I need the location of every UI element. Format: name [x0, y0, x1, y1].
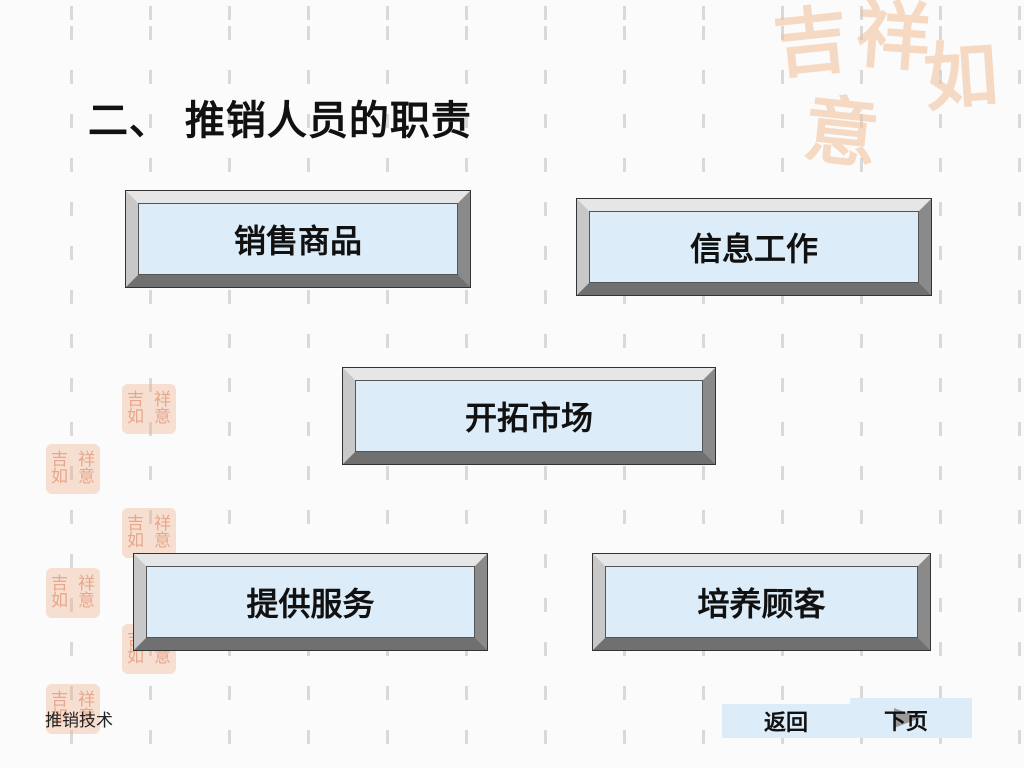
duty-box-develop-market: 开拓市场 [342, 367, 716, 465]
duty-box-label: 开拓市场 [464, 399, 593, 437]
next-page-label: 下页 [884, 709, 929, 735]
duty-box-cultivate-customers: 培养顾客 [592, 553, 931, 651]
next-arrow-icon [894, 708, 920, 728]
duty-box-sell-goods: 销售商品 [125, 190, 471, 288]
duty-box-provide-service: 提供服务 [133, 553, 488, 651]
course-name: 推销技术 [45, 711, 113, 731]
duty-box-label: 提供服务 [246, 585, 375, 623]
duty-box-information-work: 信息工作 [576, 198, 932, 296]
slide-title: 二、 推销人员的职责 [88, 97, 472, 144]
next-page-button[interactable]: 下页 [850, 698, 972, 738]
duty-box-label: 销售商品 [233, 222, 362, 260]
duty-box-label: 培养顾客 [697, 585, 826, 623]
duty-box-label: 信息工作 [689, 230, 818, 268]
back-button[interactable]: 返回 [722, 704, 850, 738]
